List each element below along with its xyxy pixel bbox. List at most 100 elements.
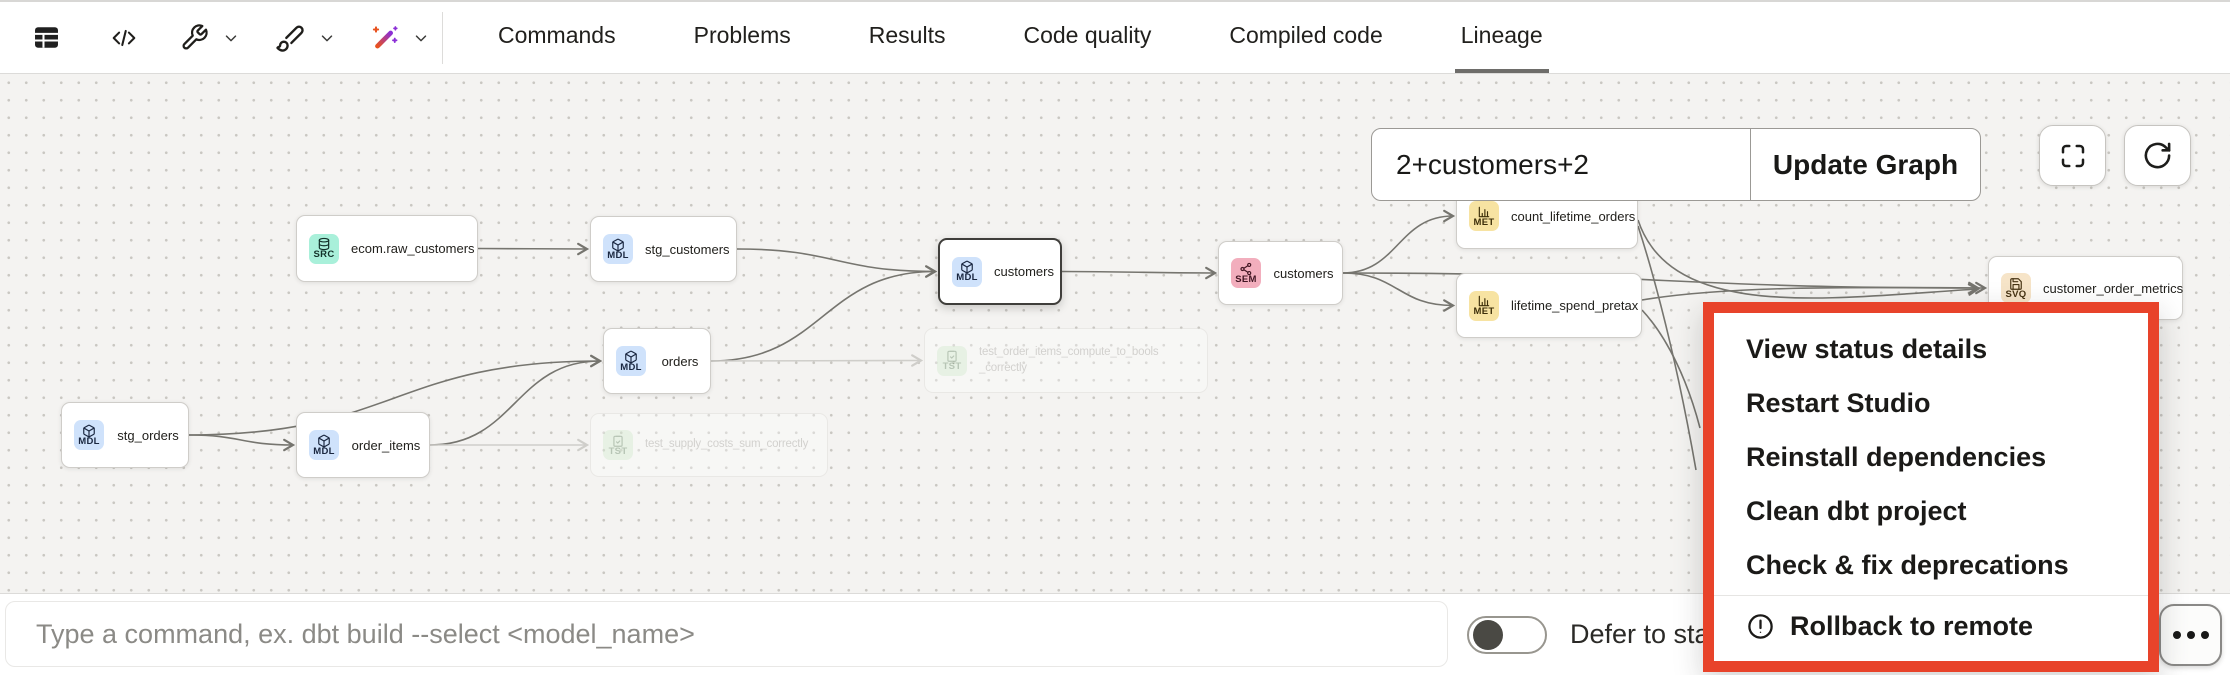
mdl-badge-icon: MDL — [603, 234, 633, 264]
edge-count_lifetime_orders — [1637, 225, 1697, 471]
toggle-knob — [1473, 620, 1503, 650]
met-badge-icon: MET — [1469, 290, 1499, 321]
node-label: stg_orders — [117, 427, 179, 443]
edge-stg_customers-to-customers_model — [736, 248, 938, 278]
menu-item-label: Clean dbt project — [1746, 495, 1967, 526]
panel-tabs: Commands Problems Results Code quality Compi… — [492, 2, 1549, 73]
edge-orders-to-customers_model — [710, 265, 938, 362]
table-view-icon[interactable] — [31, 23, 62, 52]
node-label: orders — [661, 353, 699, 369]
edge-stg_orders-to-orders — [188, 354, 603, 436]
update-graph-button[interactable]: Update Graph — [1772, 148, 1959, 180]
lineage-node-src_raw_customers[interactable]: SRC ecom.raw_customers — [296, 215, 478, 282]
chevron-down-icon[interactable] — [412, 29, 430, 47]
tab-lineage[interactable]: Lineage — [1454, 2, 1549, 73]
menu-item-label: Reinstall dependencies — [1746, 441, 2047, 472]
node-label: order_items — [351, 437, 421, 453]
menu-item-view-status-details[interactable]: View status details — [1714, 322, 2148, 376]
lineage-edges — [188, 209, 1988, 471]
magic-wand-icon[interactable] — [370, 23, 400, 53]
menu-item-restart-studio[interactable]: Restart Studio — [1714, 376, 2148, 430]
lineage-node-test_order_items[interactable]: TST test_order_items_compute_to_bools_cor… — [924, 328, 1208, 393]
edge-customers_model-to-customers_semantic — [1061, 266, 1218, 280]
lineage-node-stg_customers[interactable]: MDL stg_customers — [590, 216, 737, 282]
edge-customers_semantic-to-count_lifetime_orders — [1342, 209, 1456, 274]
tab-results[interactable]: Results — [868, 22, 946, 48]
tab-compiled-code[interactable]: Compiled code — [1229, 22, 1383, 48]
ellipsis-icon — [2172, 631, 2181, 639]
defer-toggle[interactable] — [1467, 616, 1547, 654]
met-badge-icon: MET — [1469, 201, 1499, 231]
sem-badge-icon: SEM — [1231, 258, 1261, 288]
refresh-graph-button[interactable] — [2124, 125, 2191, 186]
menu-item-label: Restart Studio — [1746, 387, 1931, 418]
lineage-node-test_supply_costs[interactable]: TST test_supply_costs_sum_correctly — [590, 413, 828, 477]
selector-value: 2+customers+2 — [1396, 148, 1589, 180]
menu-item-reinstall-dependencies[interactable]: Reinstall dependencies — [1714, 430, 2148, 484]
node-label: customers — [994, 264, 1054, 279]
menu-item-clean-dbt-project[interactable]: Clean dbt project — [1714, 484, 2148, 538]
fullscreen-icon — [2061, 144, 2084, 167]
mdl-badge-icon: MDL — [309, 430, 339, 460]
lineage-node-customers_semantic[interactable]: SEM customers — [1218, 241, 1343, 305]
broom-icon[interactable] — [275, 23, 305, 53]
top-toolbar: Commands Problems Results Code quality Compi… — [0, 0, 2230, 74]
menu-item-check-fix-deprecations[interactable]: Check & fix deprecations — [1714, 538, 2148, 592]
node-label: test_order_items_compute_to_bools_correc… — [979, 345, 1159, 374]
fullscreen-button[interactable] — [2039, 125, 2106, 186]
more-options-button[interactable] — [2159, 604, 2222, 666]
chevron-down-icon[interactable] — [222, 29, 240, 47]
tst-badge-icon: TST — [603, 430, 633, 460]
edge-customers_semantic-to-lifetime_spend_pretax — [1342, 272, 1456, 312]
chevron-down-icon[interactable] — [318, 29, 336, 47]
node-label: test_supply_costs_sum_correctly — [645, 438, 809, 451]
node-label: lifetime_spend_pretax — [1511, 298, 1639, 313]
menu-divider — [1714, 595, 2148, 596]
node-label: customer_order_metrics — [2043, 280, 2184, 296]
menu-item-label: Check & fix deprecations — [1746, 549, 2069, 580]
src-badge-icon: SRC — [309, 233, 339, 264]
selector-input[interactable]: 2+customers+2 — [1372, 129, 1751, 200]
alert-circle-icon — [1746, 612, 1775, 641]
tst-badge-icon: TST — [937, 345, 967, 376]
ellipsis-icon — [2186, 631, 2195, 639]
menu-item-label: Rollback to remote — [1790, 610, 2034, 641]
toolbar-divider — [442, 12, 443, 64]
lineage-node-stg_orders[interactable]: MDL stg_orders — [61, 402, 189, 468]
tab-commands[interactable]: Commands — [498, 22, 616, 48]
edge-count_lifetime_orders-to-customer_order_metrics — [1637, 219, 1981, 299]
menu-item-rollback-to-remote[interactable]: Rollback to remote — [1714, 599, 2148, 653]
command-input[interactable] — [5, 601, 1448, 667]
mdl-badge-icon: MDL — [74, 420, 104, 450]
menu-item-label: View status details — [1746, 333, 1988, 364]
lineage-node-orders[interactable]: MDL orders — [603, 328, 711, 394]
refresh-icon — [2144, 142, 2171, 169]
tab-problems[interactable]: Problems — [693, 22, 791, 48]
edge-customers_semantic-to-customer_order_metrics — [1342, 272, 1988, 295]
command-placeholder: Type a command, ex. dbt build --select <… — [36, 619, 695, 649]
node-label: count_lifetime_orders — [1511, 208, 1636, 224]
ellipsis-icon — [2200, 631, 2209, 639]
tab-code-quality[interactable]: Code quality — [1023, 22, 1152, 48]
defer-toggle-label: Defer to sta — [1570, 619, 1710, 649]
node-label: stg_customers — [645, 241, 730, 257]
edge-lifetime_spend_pretax-to-customer_order_metrics — [1641, 281, 1981, 301]
edge-orders-to-test_order_items — [710, 354, 924, 367]
mdl-badge-icon: MDL — [616, 346, 646, 376]
lineage-node-order_items[interactable]: MDL order_items — [296, 412, 430, 478]
node-label: customers — [1273, 265, 1334, 281]
wrench-icon[interactable] — [180, 23, 209, 52]
lineage-node-lifetime_spend_pretax[interactable]: MET lifetime_spend_pretax — [1456, 273, 1642, 338]
edge-src_raw_customers-to-stg_customers — [477, 242, 590, 256]
lineage-node-customers_model[interactable]: MDL customers — [938, 238, 1062, 305]
node-label: ecom.raw_customers — [351, 241, 475, 256]
graph-selector: 2+customers+2 Update Graph — [1371, 128, 1981, 201]
edge-stg_orders-to-order_items — [188, 434, 296, 452]
edge-lifetime_spend_pretax — [1641, 309, 1701, 429]
svq-badge-icon: SVQ — [2001, 273, 2031, 303]
mdl-badge-icon: MDL — [952, 256, 982, 287]
edge-order_items-to-orders — [429, 354, 603, 446]
code-icon[interactable] — [108, 25, 140, 51]
